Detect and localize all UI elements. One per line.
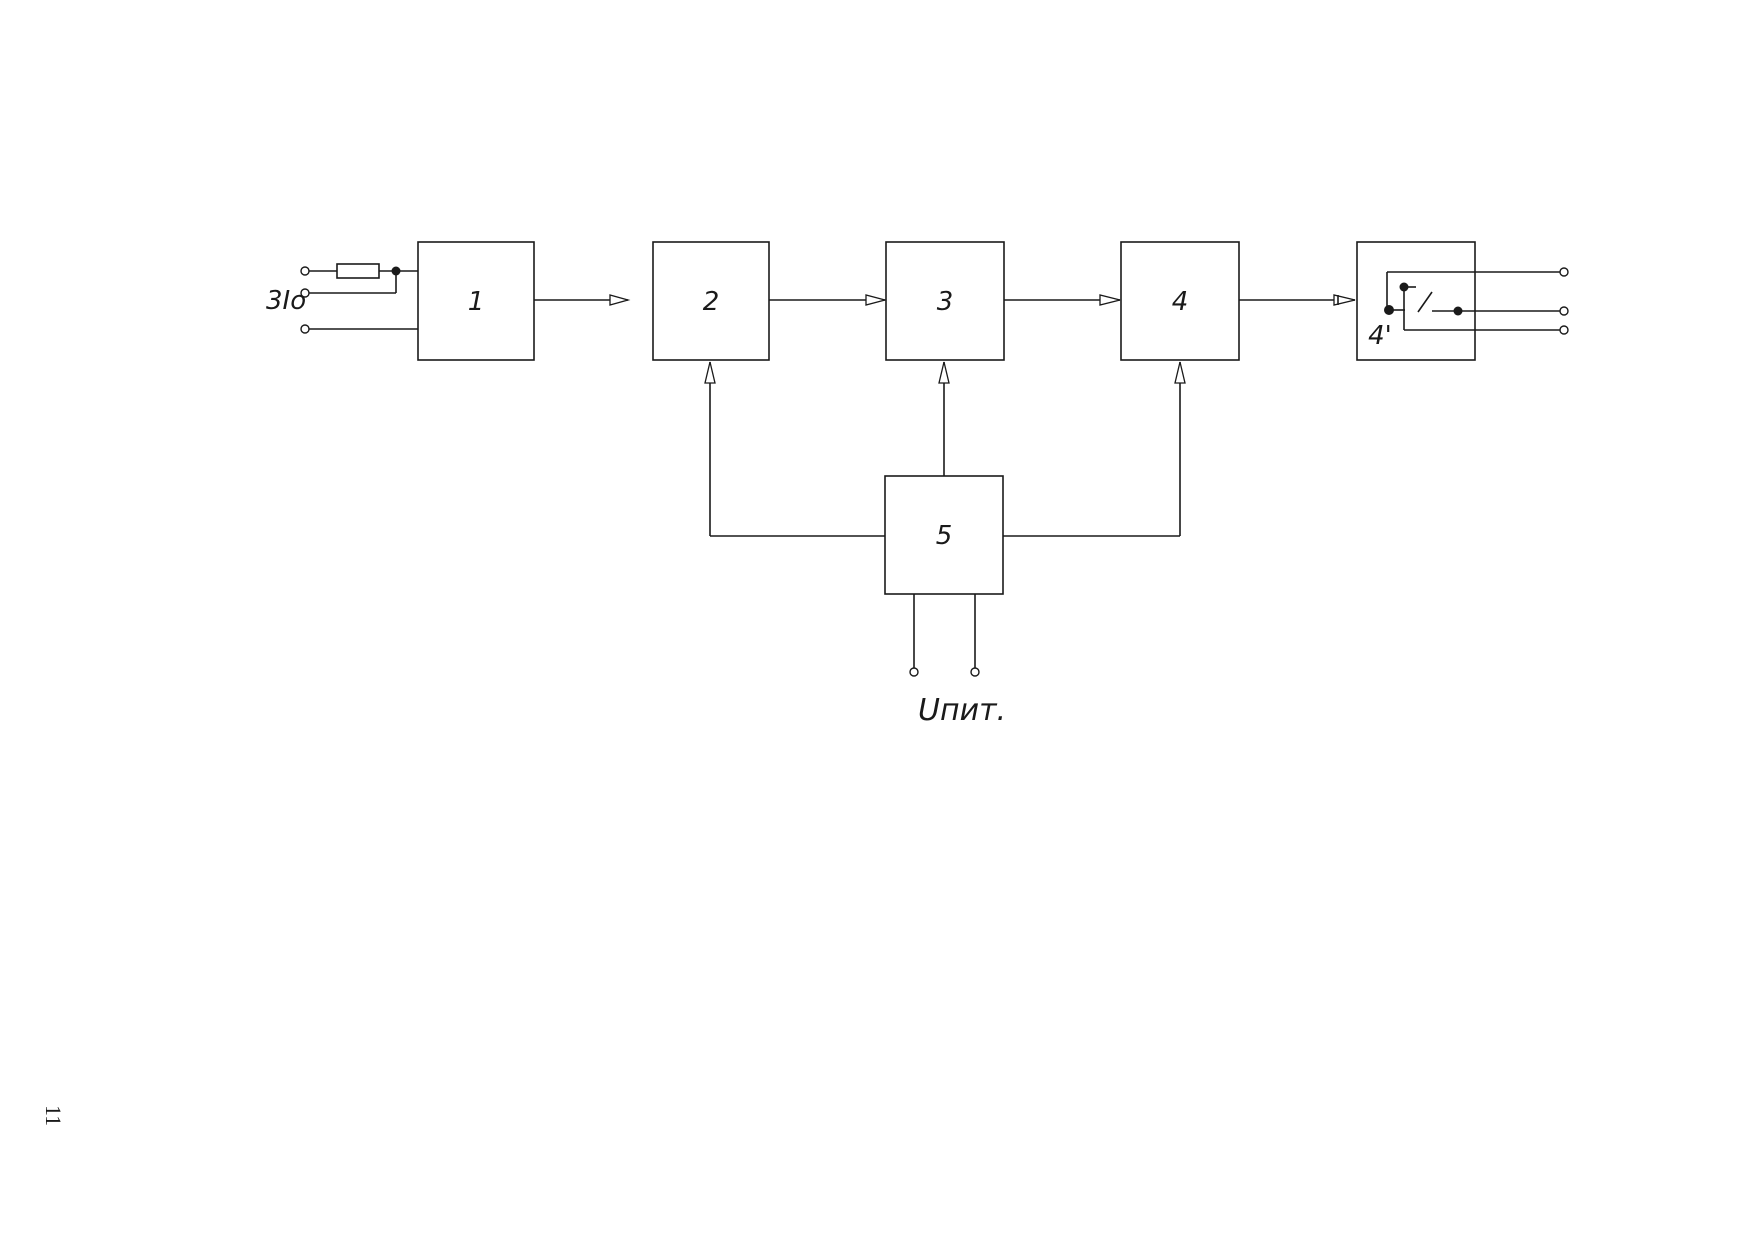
block-5: 5 bbox=[884, 475, 1004, 595]
block-2-label: 2 bbox=[703, 287, 720, 317]
output-terminal-1 bbox=[1559, 267, 1569, 277]
supply-terminal-left bbox=[909, 667, 919, 677]
block-1-label: 1 bbox=[468, 287, 485, 317]
supply-terminals: Uпит. bbox=[909, 594, 1006, 728]
arrow-3-to-4 bbox=[1004, 294, 1121, 306]
block-4prime: 4' bbox=[1356, 241, 1560, 361]
arrow-2-to-3 bbox=[769, 294, 888, 306]
input-label: 3Io bbox=[266, 286, 306, 316]
supply-label: Uпит. bbox=[918, 693, 1006, 728]
block-5-label: 5 bbox=[936, 521, 953, 551]
feed-5-to-2 bbox=[704, 361, 885, 537]
resistor bbox=[336, 263, 380, 279]
input-section: 3Io bbox=[266, 263, 418, 334]
block-4prime-label: 4' bbox=[1368, 321, 1392, 351]
output-terminals bbox=[1559, 267, 1569, 335]
block-2: 2 bbox=[652, 241, 770, 361]
block-3-label: 3 bbox=[937, 287, 954, 317]
feed-5-to-3 bbox=[938, 361, 950, 476]
input-terminal-bottom bbox=[300, 324, 310, 334]
relay-switch-blade bbox=[1417, 291, 1433, 313]
arrow-1-to-2 bbox=[534, 294, 631, 306]
block-4: 4 bbox=[1120, 241, 1240, 361]
feed-5-to-4 bbox=[1003, 361, 1186, 537]
relay-nc-dot bbox=[1453, 306, 1463, 316]
arrow-4-to-4prime bbox=[1239, 294, 1356, 306]
block-3: 3 bbox=[885, 241, 1005, 361]
page-number: 11 bbox=[41, 1105, 66, 1127]
input-terminal-top bbox=[300, 266, 310, 276]
block-1: 1 bbox=[417, 241, 535, 361]
output-terminal-3 bbox=[1559, 325, 1569, 335]
supply-terminal-right bbox=[970, 667, 980, 677]
block-4-label: 4 bbox=[1172, 287, 1189, 317]
output-terminal-2 bbox=[1559, 306, 1569, 316]
